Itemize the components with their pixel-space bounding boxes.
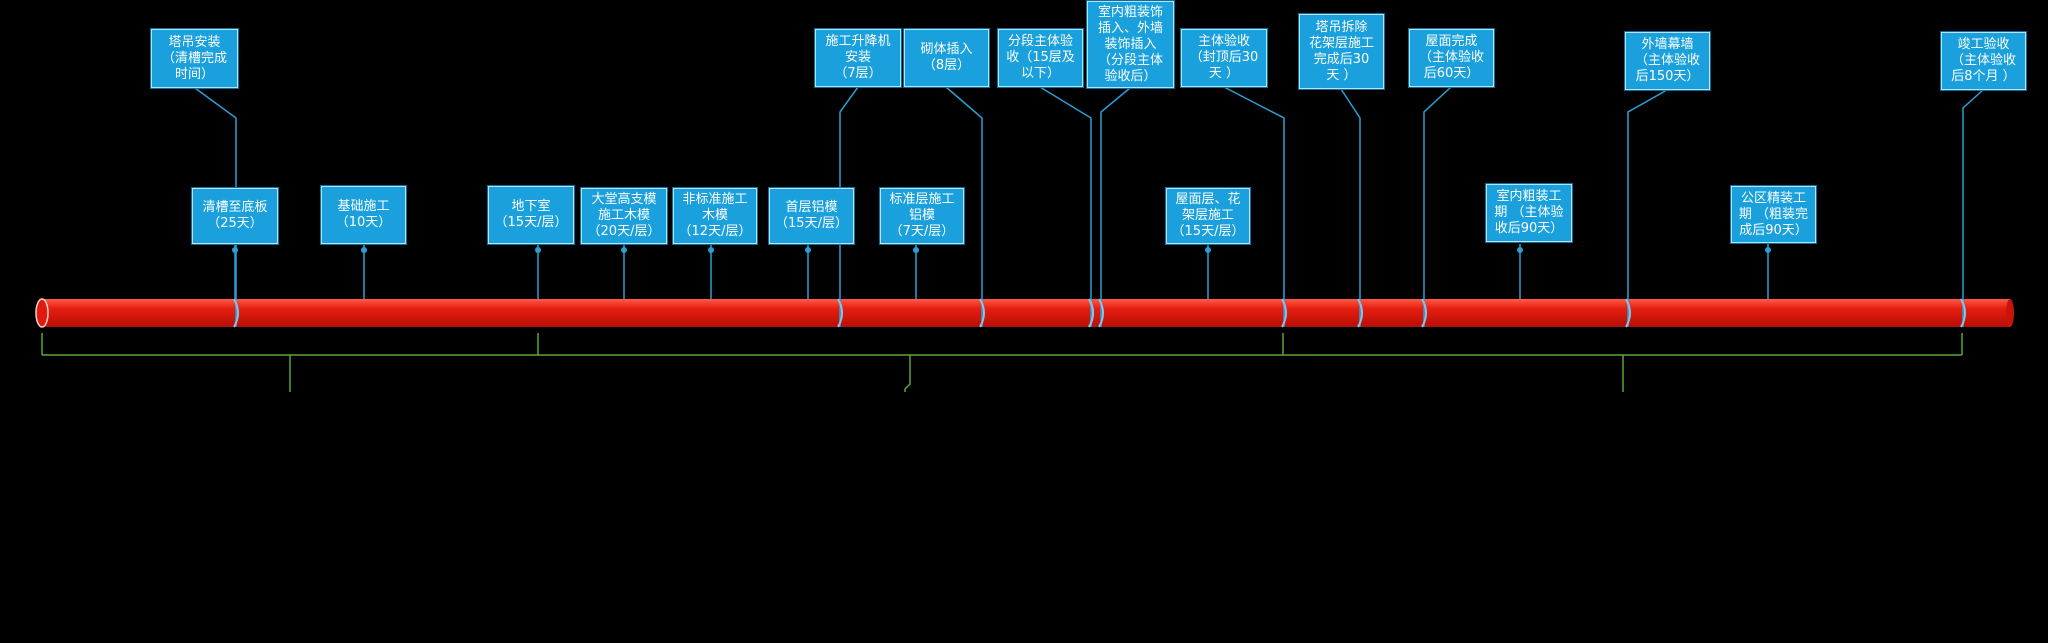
bracket-stem — [904, 355, 911, 392]
milestone-connector — [1340, 88, 1361, 327]
label-curtain-wall: 外墙幕墙 （主体验收 后150天） — [1624, 31, 1711, 91]
label-interior-rough: 室内粗装工 期 （主体验 收后90天） — [1485, 183, 1573, 243]
milestone-connector — [1039, 86, 1092, 327]
label-basement: 地下室 （15天/层） — [487, 185, 575, 245]
milestone-connector — [1962, 89, 1984, 327]
phase-dot — [1765, 247, 1771, 253]
milestone-connector — [1223, 86, 1285, 327]
milestone-ring — [1088, 298, 1094, 328]
label-tower-crane-removal: 塔吊拆除 花架层施工 完成后30 天 ） — [1298, 13, 1385, 90]
label-masonry-insert: 砌体插入 （8层） — [903, 28, 990, 88]
phase-dot — [805, 247, 811, 253]
label-tower-crane-install: 塔吊安装 （清槽完成 时间） — [150, 28, 239, 89]
milestone-ring — [837, 298, 843, 328]
milestone-ring — [233, 298, 239, 328]
label-interior-exterior-decoration: 室内粗装饰 插入、外墙 装饰插入 （分段主体 验收后） — [1086, 0, 1175, 89]
milestone-ring — [1281, 298, 1287, 328]
label-completion-acceptance: 竣工验收 （主体验收 后8个月 ） — [1940, 31, 2027, 91]
milestone-ring — [1625, 298, 1631, 328]
label-construction-elevator: 施工升降机 安装 （7层） — [814, 28, 902, 88]
label-public-fine-decoration: 公区精装工 期 （粗装完 成后90天） — [1730, 185, 1817, 244]
milestone-connector — [1100, 87, 1131, 327]
phase-dot — [535, 247, 541, 253]
phase-dot — [1205, 247, 1211, 253]
label-section-acceptance: 分段主体验 收（15层及 以下） — [997, 28, 1084, 88]
label-first-floor-aluminum: 首层铝模 （15天/层） — [768, 187, 855, 245]
label-roof-complete: 屋面完成 （主体验收 后60天） — [1408, 28, 1495, 88]
milestone-connector — [945, 86, 983, 327]
milestone-ring — [1421, 298, 1427, 328]
label-foundation: 基础施工 （10天） — [320, 185, 407, 245]
milestone-ring — [1098, 298, 1104, 328]
milestone-ring — [1357, 298, 1363, 328]
milestone-ring — [1960, 298, 1966, 328]
label-roof-floor: 屋面层、花 架层施工 （15天/层） — [1165, 187, 1251, 245]
phase-dot — [232, 247, 238, 253]
label-trench-to-base: 清槽至底板 （25天） — [191, 187, 279, 245]
milestone-connector — [839, 86, 859, 327]
phase-dot — [361, 247, 367, 253]
timeline-bar-start — [35, 298, 49, 328]
phase-dot — [913, 247, 919, 253]
phase-dot — [708, 247, 714, 253]
timeline-bar-end — [2006, 299, 2014, 327]
phase-dot — [621, 247, 627, 253]
label-nonstandard-floor: 非标准施工 木模 （12天/层） — [672, 187, 758, 245]
milestone-connector — [194, 87, 237, 327]
milestone-ring — [979, 298, 985, 328]
label-main-acceptance: 主体验收 （封顶后30 天 ） — [1180, 28, 1268, 88]
timeline-bar — [42, 299, 2010, 327]
milestone-connector — [1627, 89, 1668, 327]
label-standard-floor: 标准层施工 铝模 （7天/层） — [879, 187, 965, 245]
milestone-connector — [1423, 86, 1452, 327]
label-lobby-formwork: 大堂高支模 施工木模 （20天/层） — [580, 187, 668, 245]
phase-dot — [1517, 247, 1523, 253]
